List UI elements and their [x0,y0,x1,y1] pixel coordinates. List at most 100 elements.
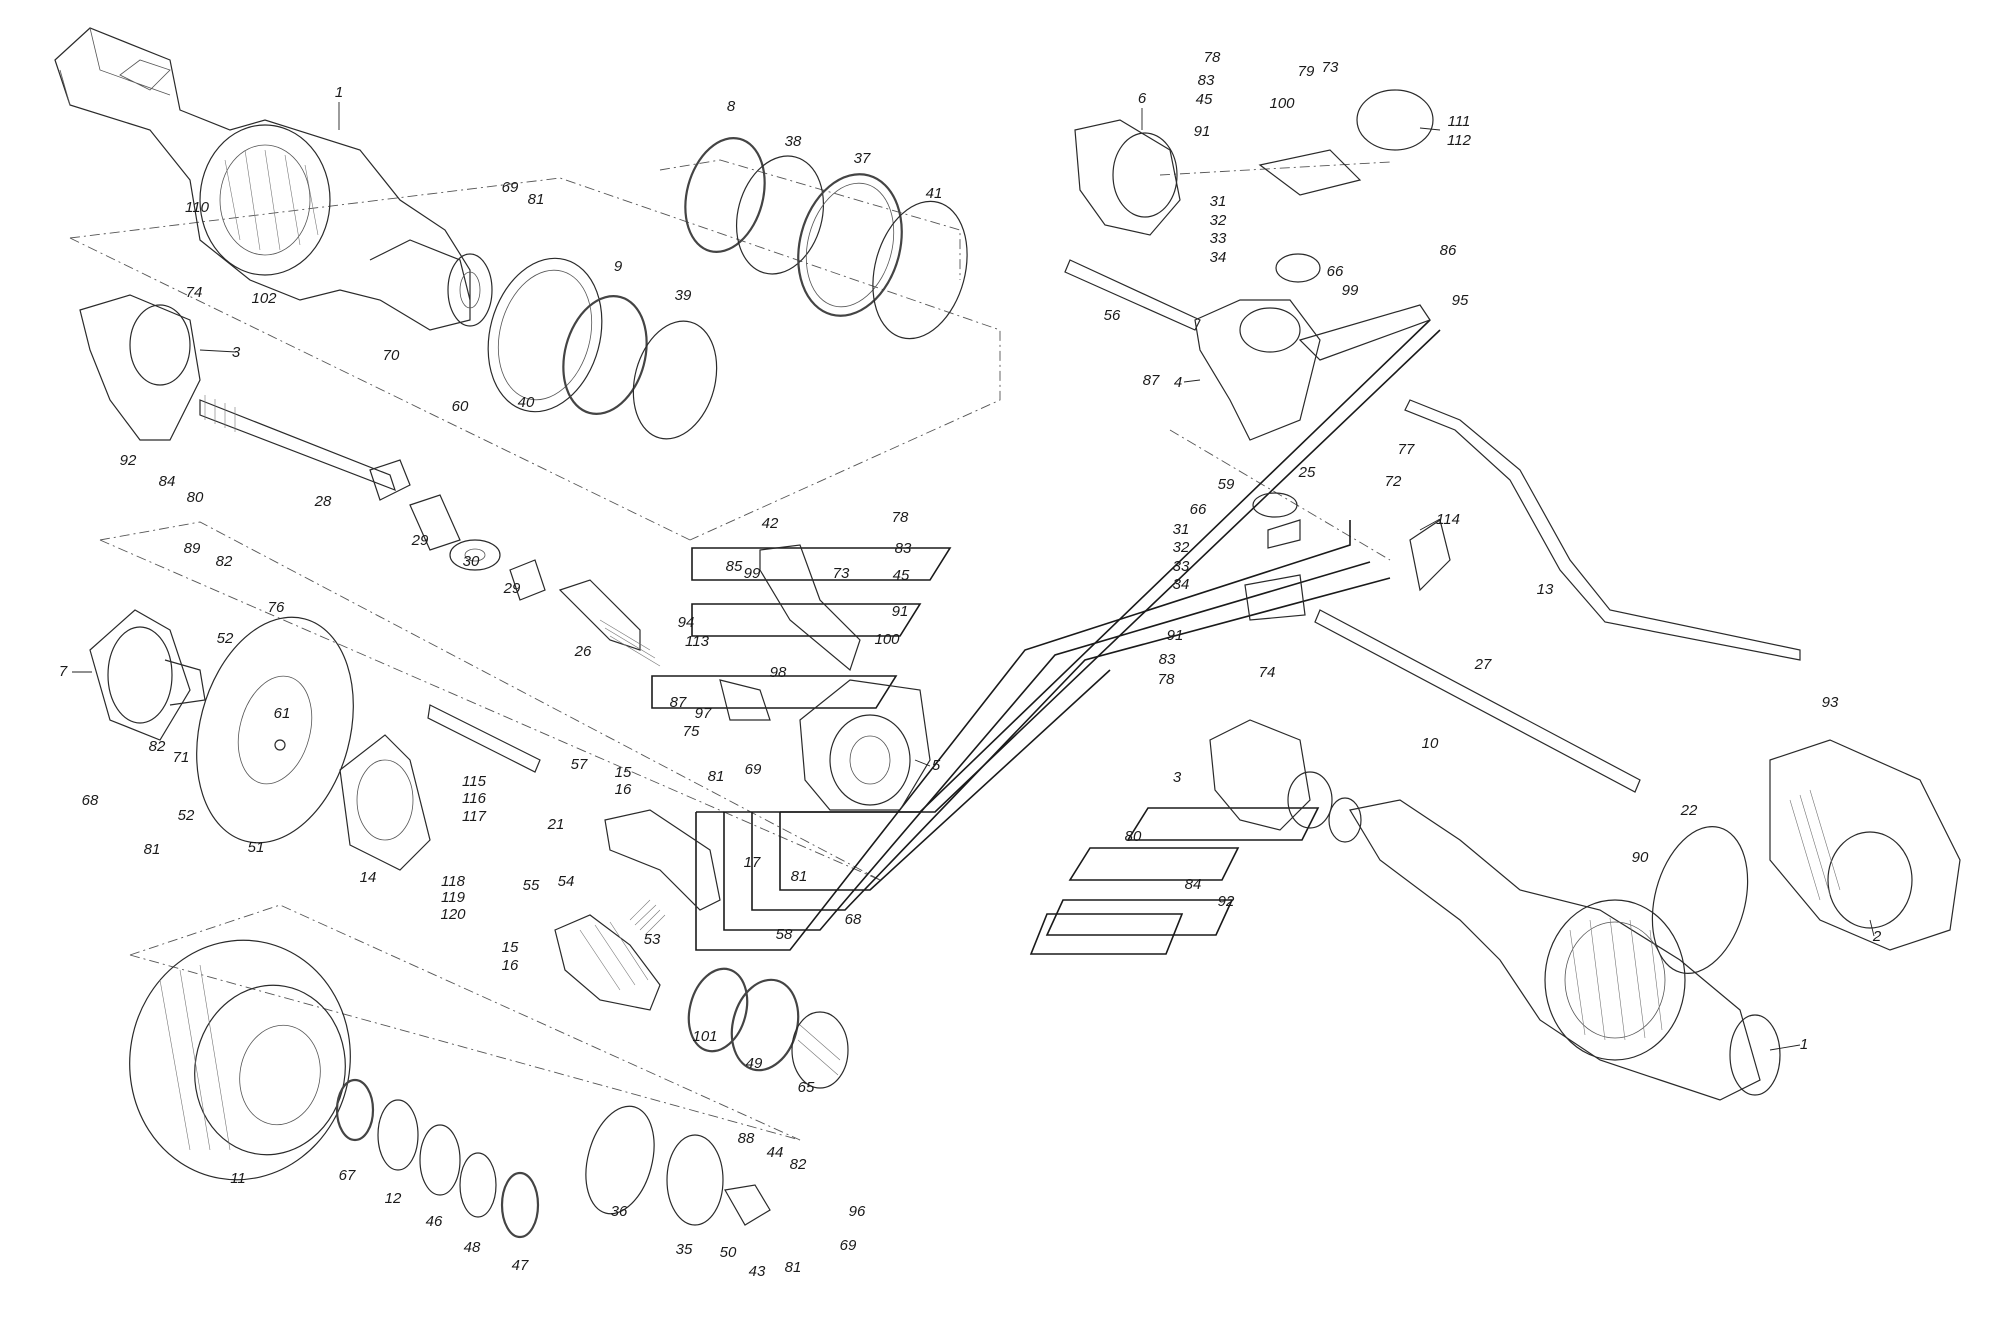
part-label-116: 116 [462,790,487,807]
part-label-115: 115 [462,773,487,790]
axle-housing-bottom-right [1349,739,1961,1101]
part-label-15: 15 [502,939,519,956]
part-label-91: 91 [1167,627,1184,644]
part-label-52: 52 [178,807,195,824]
part-label-91: 91 [892,603,909,620]
part-label-52: 52 [217,630,234,647]
part-label-69: 69 [502,179,519,196]
part-label-45: 45 [893,567,910,584]
part-label-102: 102 [251,290,277,307]
part-label-1: 1 [1800,1036,1808,1053]
part-label-37: 37 [854,150,871,167]
part-label-72: 72 [1385,473,1402,490]
part-label-25: 25 [1298,464,1316,481]
part-label-8: 8 [727,98,736,115]
part-label-87: 87 [1143,372,1160,389]
leader-lines [72,102,1875,1051]
part-label-66: 66 [1190,501,1207,518]
part-label-70: 70 [383,347,400,364]
part-label-41: 41 [926,185,943,202]
part-label-60: 60 [452,398,469,415]
part-label-10: 10 [1422,735,1439,752]
part-label-50: 50 [720,1244,737,1261]
part-label-114: 114 [1436,511,1460,528]
part-label-6: 6 [1138,90,1147,107]
part-label-74: 74 [1259,664,1276,681]
part-label-68: 68 [82,792,99,809]
part-label-35: 35 [676,1241,693,1258]
part-label-98: 98 [770,664,787,681]
part-label-51: 51 [248,839,265,856]
part-label-29: 29 [411,532,429,549]
part-label-49: 49 [746,1055,763,1072]
part-label-38: 38 [785,133,802,150]
part-label-78: 78 [1204,49,1221,66]
part-label-65: 65 [798,1079,815,1096]
part-label-97: 97 [695,705,712,722]
part-label-29: 29 [503,580,521,597]
part-label-31: 31 [1173,521,1190,538]
part-label-80: 80 [187,489,204,506]
part-label-77: 77 [1398,441,1415,458]
lower-right-knuckle [1209,719,1362,843]
part-label-84: 84 [159,473,176,490]
part-label-53: 53 [644,931,661,948]
part-label-95: 95 [1452,292,1469,309]
part-label-69: 69 [745,761,762,778]
part-label-82: 82 [216,553,233,570]
part-label-80: 80 [1125,828,1142,845]
part-label-73: 73 [833,565,850,582]
part-label-28: 28 [314,493,332,510]
part-label-81: 81 [528,191,545,208]
part-label-11: 11 [230,1170,246,1187]
part-label-93: 93 [1822,694,1839,711]
part-label-100: 100 [874,631,900,648]
part-label-96: 96 [849,1203,866,1220]
part-label-5: 5 [932,757,941,774]
part-label-57: 57 [571,756,588,773]
part-label-118: 118 [441,873,466,890]
part-label-44: 44 [767,1144,784,1161]
part-label-7: 7 [59,663,68,680]
part-label-46: 46 [426,1213,443,1230]
part-label-88: 88 [738,1130,755,1147]
part-label-27: 27 [1474,656,1492,673]
knuckle-and-shaft-left [79,294,661,667]
part-label-111: 111 [1448,113,1471,130]
part-label-16: 16 [615,781,632,798]
ring-set-top [487,137,968,440]
part-label-86: 86 [1440,242,1457,259]
part-label-33: 33 [1210,230,1227,247]
part-label-58: 58 [776,926,793,943]
brake-shoe-group [554,809,849,1089]
part-label-39: 39 [675,287,692,304]
part-label-3: 3 [1173,769,1182,786]
group-frames [69,159,1391,1141]
tie-rod-group [1314,399,1801,793]
part-label-59: 59 [1218,476,1235,493]
part-label-34: 34 [1173,576,1190,593]
part-label-67: 67 [339,1167,356,1184]
part-label-99: 99 [744,565,761,582]
hub-left-group [89,609,541,871]
part-label-83: 83 [895,540,912,557]
part-label-99: 99 [1342,282,1359,299]
part-label-89: 89 [184,540,201,557]
part-label-100: 100 [1269,95,1295,112]
part-label-73: 73 [1322,59,1339,76]
part-label-55: 55 [523,877,540,894]
part-label-15: 15 [615,764,632,781]
part-label-92: 92 [1218,893,1235,910]
part-label-81: 81 [144,841,161,858]
part-label-9: 9 [614,258,623,275]
axle-housing-top-left [54,27,493,331]
part-label-30: 30 [463,553,480,570]
part-label-14: 14 [360,869,377,886]
part-label-113: 113 [685,633,710,650]
part-label-48: 48 [464,1239,481,1256]
part-label-81: 81 [785,1259,802,1276]
part-label-79: 79 [1298,63,1315,80]
part-label-21: 21 [547,816,565,833]
